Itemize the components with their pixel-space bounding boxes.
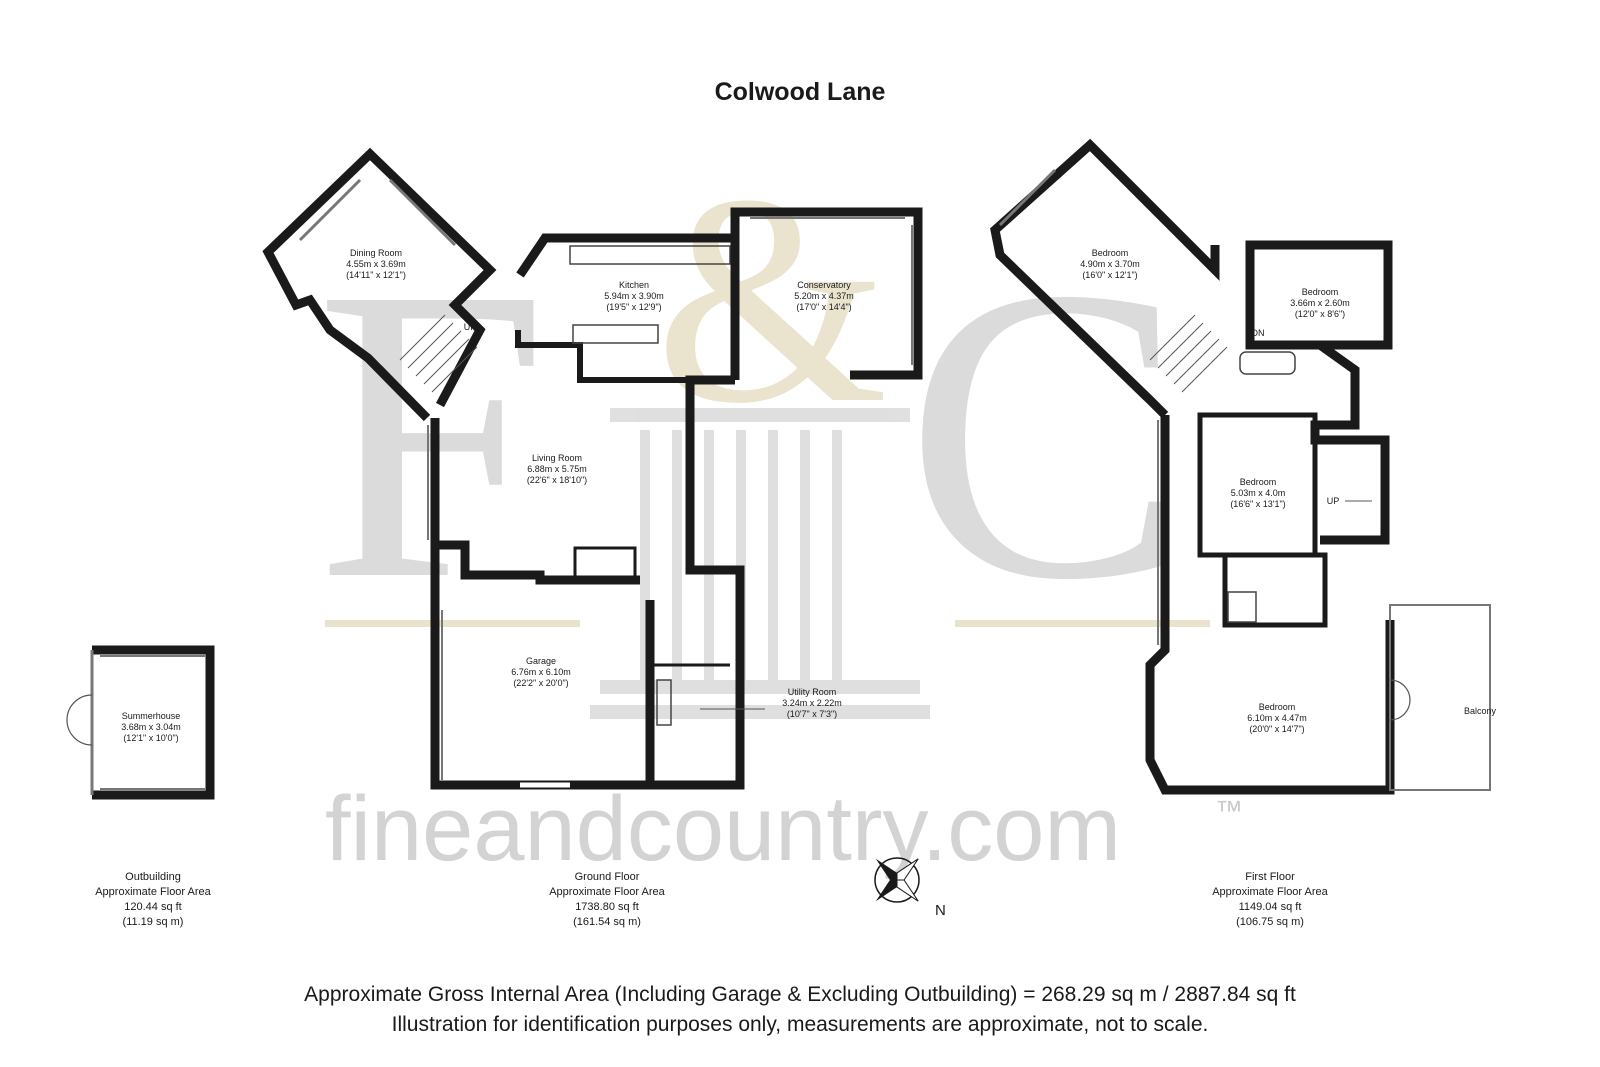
balcony-door-icon bbox=[1389, 679, 1411, 721]
bedroom-1-imperial: (16'0" x 12'1") bbox=[1082, 270, 1137, 280]
room-labels: Dining Room 4.55m x 3.69m (14'11" x 12'1… bbox=[121, 248, 1496, 743]
dining-room-imperial: (14'11" x 12'1") bbox=[346, 270, 406, 280]
kitchen-lower-wall bbox=[515, 330, 735, 383]
first-floor-area-label: First Floor bbox=[1245, 871, 1295, 883]
outbuilding-area-sqft: 120.44 sq ft bbox=[124, 901, 182, 913]
balcony-name: Balcony bbox=[1464, 706, 1497, 716]
footer-notes: Approximate Gross Internal Area (Includi… bbox=[0, 980, 1600, 1040]
shower-icon bbox=[1227, 591, 1257, 623]
utility-room-imperial: (10'7" x 7'3") bbox=[787, 709, 837, 719]
bedroom-2-name: Bedroom bbox=[1302, 287, 1339, 297]
utility-room-metric: 3.24m x 2.22m bbox=[782, 698, 842, 708]
first-floor-area-sub: Approximate Floor Area bbox=[1212, 886, 1328, 898]
bedroom-4-name: Bedroom bbox=[1259, 702, 1296, 712]
summerhouse-walls bbox=[92, 645, 215, 800]
living-room-imperial: (22'6" x 18'10") bbox=[527, 475, 587, 485]
conservatory-name: Conservatory bbox=[797, 280, 851, 290]
garage-imperial: (22'2" x 20'0") bbox=[513, 678, 568, 688]
ground-stairs-up-label: UP bbox=[464, 322, 477, 332]
ground-floor-area: Ground Floor Approximate Floor Area 1738… bbox=[487, 870, 727, 930]
outbuilding-area-sub: Approximate Floor Area bbox=[95, 886, 211, 898]
dining-window-right bbox=[388, 178, 457, 247]
summerhouse-name: Summerhouse bbox=[122, 711, 181, 721]
first-stairs-up-label: UP bbox=[1327, 496, 1340, 506]
living-room-right-wall bbox=[650, 375, 745, 790]
dining-room-walls bbox=[262, 147, 497, 422]
compass-icon: N bbox=[874, 857, 946, 919]
conservatory-walls bbox=[730, 207, 923, 380]
kitchen-worktop bbox=[569, 245, 731, 265]
first-stairs-down-label: DN bbox=[1252, 328, 1265, 338]
ground-stairs bbox=[399, 314, 478, 393]
bedroom-3-name: Bedroom bbox=[1240, 477, 1277, 487]
garage-name: Garage bbox=[526, 656, 556, 666]
garage-metric: 6.76m x 6.10m bbox=[511, 667, 571, 677]
summerhouse-plan bbox=[66, 645, 215, 800]
first-bedroom-rotated-walls bbox=[990, 138, 1220, 419]
kitchen-metric: 5.94m x 3.90m bbox=[604, 291, 664, 301]
first-floor-area: First Floor Approximate Floor Area 1149.… bbox=[1150, 870, 1390, 930]
bedroom-4-imperial: (20'0" x 14'7") bbox=[1249, 724, 1304, 734]
bedroom-2-imperial: (12'0" x 8'6") bbox=[1295, 309, 1345, 319]
wc-room bbox=[573, 546, 637, 582]
watermark-url: fineandcountry.com bbox=[325, 778, 1121, 880]
first-bedroom-window bbox=[998, 168, 1057, 227]
living-room-name: Living Room bbox=[532, 453, 582, 463]
compass-north-label: N bbox=[935, 902, 946, 919]
conservatory-metric: 5.20m x 4.37m bbox=[794, 291, 854, 301]
ground-floor-area-label: Ground Floor bbox=[574, 871, 640, 883]
summerhouse-door-icon bbox=[66, 694, 93, 746]
dining-window-left bbox=[298, 178, 362, 242]
bedroom-1-metric: 4.90m x 3.70m bbox=[1080, 259, 1140, 269]
bedroom-small-walls bbox=[1245, 240, 1393, 350]
summerhouse-imperial: (12'1" x 10'0") bbox=[123, 733, 178, 743]
ground-floor-area-sqft: 1738.80 sq ft bbox=[575, 901, 639, 913]
dining-room-metric: 4.55m x 3.69m bbox=[346, 259, 406, 269]
ground-floor-area-sqm: (161.54 sq m) bbox=[573, 916, 641, 928]
utility-worktop bbox=[656, 679, 672, 726]
watermark-tm: ™ bbox=[1215, 795, 1243, 826]
page-title: Colwood Lane bbox=[714, 78, 886, 106]
ground-floor-area-sub: Approximate Floor Area bbox=[549, 886, 665, 898]
bedroom-3-imperial: (16'6" x 13'1") bbox=[1230, 499, 1285, 509]
disclaimer-note: Illustration for identification purposes… bbox=[391, 1013, 1209, 1036]
bath-icon bbox=[1239, 351, 1296, 375]
bedroom-4-metric: 6.10m x 4.47m bbox=[1247, 713, 1307, 723]
bedroom-1-name: Bedroom bbox=[1092, 248, 1129, 258]
kitchen-island bbox=[572, 324, 659, 344]
outbuilding-area-sqm: (11.19 sq m) bbox=[122, 916, 184, 928]
first-stairs bbox=[1149, 314, 1228, 393]
ensuite-walls bbox=[1222, 552, 1328, 628]
ground-floor-plan bbox=[262, 147, 923, 790]
bathroom-walls bbox=[1310, 341, 1390, 545]
first-floor-plan bbox=[990, 138, 1491, 795]
kitchen-walls bbox=[516, 233, 735, 278]
bedroom-3-metric: 5.03m x 4.0m bbox=[1231, 488, 1286, 498]
outbuilding-area-label: Outbuilding bbox=[125, 871, 181, 883]
dining-room-name: Dining Room bbox=[350, 248, 402, 258]
kitchen-imperial: (19'5" x 12'9") bbox=[606, 302, 661, 312]
utility-room-name: Utility Room bbox=[788, 687, 837, 697]
watermark-logo-c: C bbox=[905, 201, 1185, 666]
conservatory-imperial: (17'0" x 14'4") bbox=[796, 302, 851, 312]
first-floor-area-sqft: 1149.04 sq ft bbox=[1238, 901, 1302, 913]
outbuilding-area: Outbuilding Approximate Floor Area 120.4… bbox=[33, 870, 273, 930]
watermark-underline bbox=[325, 620, 1210, 627]
gross-area-note: Approximate Gross Internal Area (Includi… bbox=[304, 983, 1296, 1006]
watermark-pillar-icon bbox=[590, 408, 930, 719]
summerhouse-metric: 3.68m x 3.04m bbox=[121, 722, 181, 732]
watermark: F C & fineandcountry.com ™ bbox=[315, 133, 1243, 880]
first-floor-area-sqm: (106.75 sq m) bbox=[1236, 916, 1304, 928]
bedroom-2-metric: 3.66m x 2.60m bbox=[1290, 298, 1350, 308]
living-room-metric: 6.88m x 5.75m bbox=[527, 464, 587, 474]
kitchen-name: Kitchen bbox=[619, 280, 649, 290]
balcony-outline bbox=[1389, 604, 1491, 791]
